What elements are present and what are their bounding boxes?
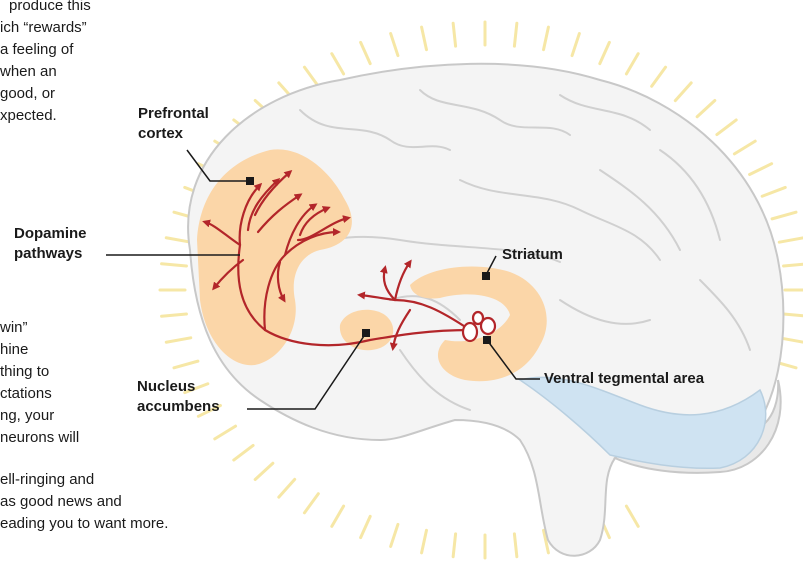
glow-ray — [544, 27, 549, 50]
glow-ray — [717, 120, 736, 135]
paragraph-line: thing to — [0, 361, 49, 383]
glow-ray — [514, 534, 516, 557]
glow-ray — [332, 506, 344, 526]
glow-ray — [162, 264, 187, 266]
label-line: Prefrontal — [138, 104, 209, 124]
paragraph-line: as good news and — [0, 491, 122, 513]
label-line: pathways — [14, 244, 82, 264]
paragraph-line: produce this — [9, 0, 91, 17]
glow-ray — [391, 34, 398, 56]
glow-ray — [162, 314, 187, 316]
glow-ray — [626, 54, 638, 74]
glow-ray — [675, 83, 691, 101]
glow-ray — [361, 516, 371, 537]
glow-ray — [772, 212, 796, 219]
glow-ray — [514, 23, 516, 46]
glow-ray — [453, 23, 455, 46]
glow-ray — [234, 445, 253, 460]
glow-ray — [422, 27, 427, 50]
glow-ray — [652, 67, 666, 86]
paragraph-line: eading you to want more. — [0, 513, 168, 535]
paragraph-line: when an — [0, 61, 57, 83]
glow-ray — [391, 524, 398, 546]
glow-ray — [422, 530, 427, 553]
label-line: Nucleus — [137, 377, 195, 397]
paragraph-line: good, or — [0, 83, 55, 105]
paragraph-line: neurons will — [0, 427, 79, 449]
glow-ray — [332, 54, 344, 74]
glow-ray — [784, 314, 803, 316]
glow-ray — [697, 100, 715, 116]
glow-ray — [750, 164, 772, 175]
accumbens-marker — [362, 329, 370, 337]
glow-ray — [279, 479, 295, 497]
glow-ray — [626, 506, 638, 526]
glow-ray — [453, 534, 455, 557]
glow-ray — [784, 264, 803, 266]
glow-ray — [779, 238, 803, 242]
glow-ray — [174, 361, 198, 368]
paragraph-line: ctations — [0, 383, 52, 405]
paragraph-line: ell-ringing and — [0, 469, 94, 491]
glow-ray — [361, 42, 371, 63]
glow-ray — [762, 187, 785, 196]
glow-ray — [600, 42, 610, 63]
neuron-cell — [473, 312, 483, 324]
label-line: cortex — [138, 124, 183, 144]
paragraph-line: ich “rewards” — [0, 17, 87, 39]
paragraph-line: hine — [0, 339, 28, 361]
paragraph-line: ng, your — [0, 405, 54, 427]
glow-ray — [166, 338, 191, 342]
ventral-tegmental-area-label: Ventral tegmental area — [544, 369, 704, 389]
glow-ray — [304, 67, 318, 86]
vta-marker — [483, 336, 491, 344]
prefrontal-marker — [246, 177, 254, 185]
label-line: accumbens — [137, 397, 220, 417]
glow-ray — [572, 34, 579, 56]
neuron-cell — [463, 323, 477, 341]
glow-ray — [304, 494, 318, 513]
paragraph-line: win” — [0, 317, 28, 339]
label-line: Dopamine — [14, 224, 87, 244]
glow-ray — [255, 463, 273, 479]
glow-ray — [734, 141, 755, 154]
paragraph-line: a feeling of — [0, 39, 73, 61]
glow-ray — [215, 426, 236, 439]
paragraph-line: xpected. — [0, 105, 57, 127]
glow-ray — [166, 238, 191, 242]
striatum-marker — [482, 272, 490, 280]
striatum-label: Striatum — [502, 245, 563, 265]
